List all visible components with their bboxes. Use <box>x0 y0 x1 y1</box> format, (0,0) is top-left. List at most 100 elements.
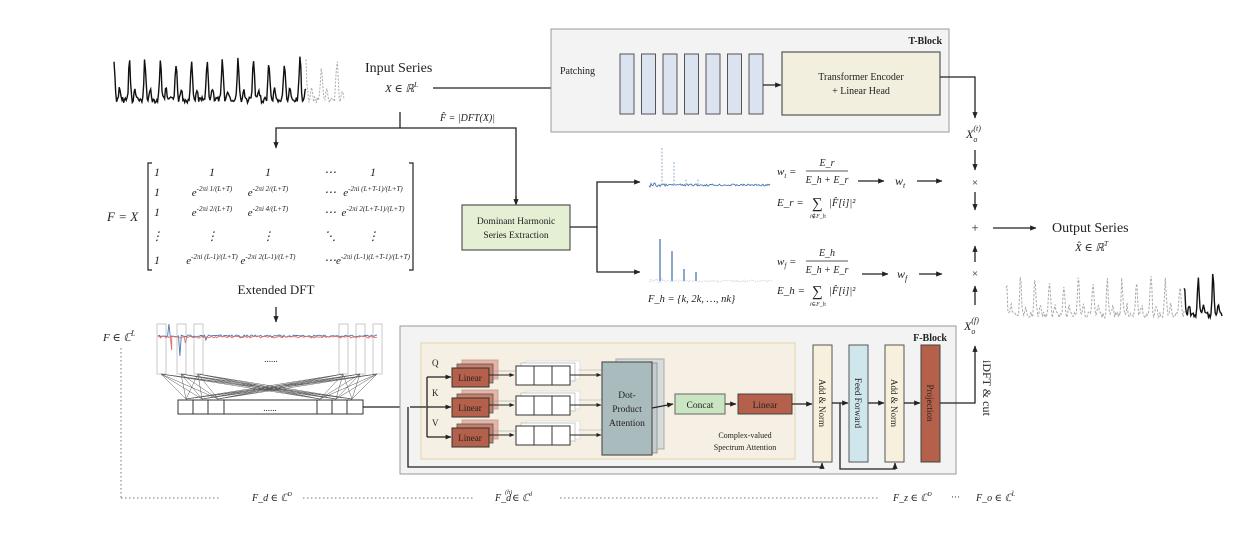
patch-5 <box>705 53 721 115</box>
selection-line <box>185 373 344 400</box>
selection-line <box>185 373 378 400</box>
dim-ellipsis: ··· <box>951 492 960 502</box>
svg-text:E_h + E_r: E_h + E_r <box>805 175 849 186</box>
attention-label-3: Attention <box>609 419 645 429</box>
head-split-cells <box>515 395 571 416</box>
output-forecast-line <box>1183 273 1223 321</box>
svg-text:wt =: wt = <box>777 166 796 180</box>
branch-label-q: Q <box>432 358 439 368</box>
svg-text:E_h + E_r: E_h + E_r <box>805 265 849 276</box>
spectrum-frame-2 <box>176 323 187 375</box>
selection-line <box>217 373 378 400</box>
selection-line <box>197 373 203 400</box>
selection-line <box>197 373 337 400</box>
patch-group <box>619 53 764 115</box>
patch-6 <box>727 53 742 115</box>
wt-output-label: wt <box>895 174 906 190</box>
branch-label-v: V <box>432 418 439 428</box>
matrix-cell: 1 <box>154 205 160 219</box>
cells-ellipsis: ...... <box>263 403 277 413</box>
matrix-cell: e-2πi 2(L+T-1)/(L+T) <box>341 205 405 219</box>
patching-label: Patching <box>560 66 595 77</box>
selection-line <box>180 373 203 400</box>
linear-k-label: Linear <box>458 403 481 413</box>
patch-2 <box>641 53 656 115</box>
input-series-plot <box>113 56 345 106</box>
dim-fo-label: F_o ∈ ℂL̃ <box>975 491 1016 504</box>
input-forecast-dashed-line <box>305 59 345 104</box>
matrix-cell: 1 <box>265 165 271 179</box>
matrix-cell: 1 <box>154 165 160 179</box>
harmonic-label-line2: Series Extraction <box>483 231 548 241</box>
spectrum-imag-line <box>157 335 378 351</box>
selection-line <box>160 373 337 400</box>
svg-text:E_r =: E_r = <box>776 197 804 209</box>
svg-text:E_h =: E_h = <box>776 285 805 297</box>
residual-spectrum-plot <box>648 147 771 189</box>
matrix-cell: ⋮ <box>151 229 163 243</box>
linear-k-box <box>451 397 490 418</box>
fhat-branch-line <box>275 127 517 204</box>
linear-v-box <box>451 427 490 448</box>
projection-output-arrow <box>940 345 978 404</box>
add-norm-1-label: Add & Norm <box>817 379 827 427</box>
matrix-cell: e-2πi 2/(L+T) <box>248 185 289 199</box>
branch-label-k: K <box>432 388 439 398</box>
matrix-cell: e-2πi 1/(L+T) <box>192 185 233 199</box>
spectrum-frame-6 <box>372 323 383 375</box>
patch-7 <box>748 53 764 115</box>
dim-fd-label: F_d ∈ ℂD <box>251 492 293 504</box>
feed-forward-label: Feed Forward <box>853 378 863 429</box>
branch-v: V Linear <box>427 418 602 448</box>
spectrum-baseline <box>648 182 771 189</box>
matrix-cell: e-2πi 2/(L+T) <box>192 205 233 219</box>
input-series-symbol: X ∈ ℝL <box>384 81 418 95</box>
patch-4 <box>684 53 699 115</box>
spectrum-ellipsis: ...... <box>264 354 278 364</box>
eh-formula: E_h = ∑ i∈F_h |F̂[i]|² <box>776 284 856 308</box>
svg-text:|F̂[i]|²: |F̂[i]|² <box>829 284 856 297</box>
branch-k: K Linear <box>427 388 602 418</box>
svg-text:E_h: E_h <box>818 248 835 259</box>
spectrum-frame-3 <box>193 323 204 375</box>
spectrum-symbol: F ∈ ℂL̃ <box>102 330 135 344</box>
matrix-cell: ⋯ <box>324 185 336 199</box>
spectrum-real-line <box>157 323 378 357</box>
matrix-cell: ⋮ <box>367 229 379 243</box>
selection-line <box>197 373 321 400</box>
wf-formula: wf = E_h E_h + E_r <box>777 248 849 276</box>
transformer-encoder-box <box>781 51 941 116</box>
spectrum-frame-1 <box>156 323 167 375</box>
matrix-cell: e-2πi 2(L-1)/(L+T) <box>241 253 297 267</box>
svg-text:E_r: E_r <box>819 158 835 169</box>
residual-connection-1 <box>407 407 825 469</box>
spectrum-frames <box>156 323 383 375</box>
spectrum-baseline <box>648 277 773 285</box>
t-block-output-symbol: Xo(t) <box>965 124 981 144</box>
selection-line <box>319 373 378 400</box>
frequency-selection-lines <box>160 373 378 400</box>
selection-line <box>201 373 378 400</box>
selected-frequency-cells <box>177 399 364 415</box>
dim-fdh-label: F_d(h)∈ ℂd <box>494 489 533 504</box>
add-norm-2-label: Add & Norm <box>889 379 899 427</box>
svg-text:wf =: wf = <box>777 256 796 270</box>
selection-line <box>335 373 378 400</box>
concat-label: Concat <box>687 401 714 411</box>
wt-formula: wt = E_r E_h + E_r <box>777 158 849 186</box>
attention-label-1: Dot- <box>618 391 635 401</box>
selection-line <box>185 373 361 400</box>
plus-symbol: + <box>971 220 978 235</box>
linear-q-box <box>451 367 490 388</box>
encoder-output-arrow <box>940 76 978 119</box>
harmonic-extraction-box <box>461 204 571 251</box>
selection-line <box>185 373 199 400</box>
matrix-right-bracket <box>409 162 414 271</box>
selection-line <box>160 373 219 400</box>
spectrum-frame-5 <box>355 323 366 375</box>
linear-v-label: Linear <box>458 433 481 443</box>
patch-3 <box>662 53 678 115</box>
f-block-title: F-Block <box>913 333 947 344</box>
